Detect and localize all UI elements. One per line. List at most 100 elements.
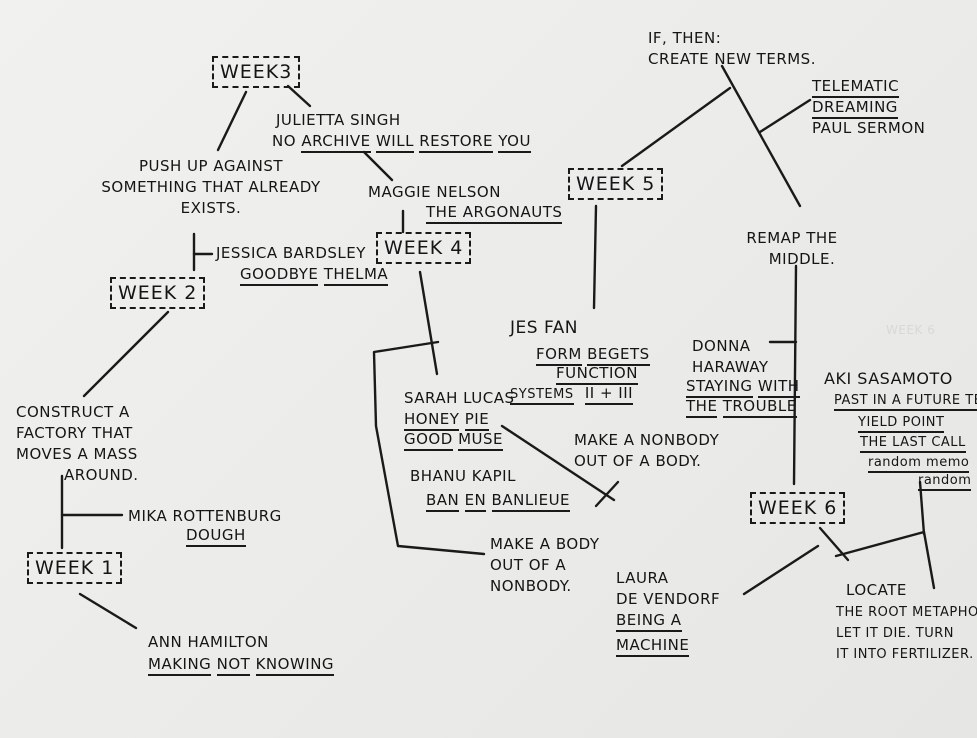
make-body-line-1: MAKE A BODY: [490, 535, 600, 553]
maggie-work-title: THE ARGONAUTS: [426, 203, 563, 224]
jes-work-2: BEGETS: [587, 345, 650, 366]
week5-label: WEEK 5: [568, 168, 664, 200]
julietta-work-3: WILL: [375, 132, 414, 153]
push-note: PUSH UP AGAINST SOMETHING THAT ALREADY E…: [96, 156, 326, 219]
jes-work-row2: FUNCTION: [556, 363, 638, 385]
aki-work-row2: YIELD POINT: [858, 412, 945, 433]
donna-work-4: TROUBLE: [722, 397, 797, 418]
push-line-1: PUSH UP AGAINST: [138, 157, 284, 175]
link-remap-week6: [792, 264, 798, 486]
link-week1-ann: [78, 592, 138, 630]
bhanu-work: BAN EN BANLIEUE: [426, 490, 571, 512]
link-aki-vertical: [918, 480, 926, 536]
link-week2-construct: [82, 310, 170, 398]
make-nonbody-note: MAKE A NONBODY OUT OF A BODY.: [574, 430, 719, 472]
donna-name: DONNA HARAWAY: [692, 336, 769, 378]
ann-work-3: KNOWING: [255, 655, 335, 676]
donna-work-2: WITH: [757, 377, 800, 398]
push-line-3: EXISTS.: [180, 199, 242, 217]
locate-line-2: THE ROOT METAPHOR.: [836, 605, 977, 620]
link-julietta-maggie: [362, 150, 394, 182]
jes-work-5: II + III: [584, 384, 634, 405]
maggie-work: THE ARGONAUTS: [426, 202, 563, 224]
week1-label: WEEK 1: [27, 552, 123, 584]
laura-work-1: BEING A: [616, 611, 682, 632]
link-week3-push: [216, 90, 248, 152]
week3-label: WEEK3: [212, 56, 301, 88]
julietta-work: NO ARCHIVE WILL RESTORE YOU: [272, 131, 531, 153]
jessica-work-2: THELMA: [323, 265, 389, 286]
construct-line-1: CONSTRUCT A: [16, 403, 130, 421]
bhanu-work-2: EN: [464, 491, 487, 512]
aki-work-row1: PAST IN A FUTURE TENSE: [834, 390, 977, 411]
locate-line-3: LET IT DIE. TURN: [836, 626, 954, 641]
telematic-work: TELEMATIC DREAMING PAUL SERMON: [812, 76, 925, 139]
if-then-line-1: IF, THEN:: [648, 29, 722, 47]
aki-work-3: THE LAST CALL: [860, 435, 966, 453]
link-ifthen-telematic: [758, 98, 812, 134]
julietta-name: JULIETTA SINGH: [276, 111, 401, 129]
locate-line-1: LOCATE: [846, 581, 907, 599]
aki-work-4: random memo: [868, 455, 970, 473]
maggie-name: MAGGIE NELSON: [368, 183, 501, 201]
link-week5-ifthen: [620, 86, 732, 168]
make-nonbody-line-1: MAKE A NONBODY: [574, 431, 720, 449]
bhanu-work-1: BAN: [426, 491, 460, 512]
jessica-work-1: GOODBYE: [240, 265, 319, 286]
jes-work-row3: SYSTEMS II + III: [510, 383, 634, 405]
ann-work: MAKING NOT KNOWING: [148, 654, 335, 676]
donna-line-2: HARAWAY: [692, 358, 769, 376]
link-week3-julietta: [286, 84, 312, 108]
laura-line-2: DE VENDORF: [616, 590, 721, 608]
make-nonbody-line-2: OUT OF A BODY.: [574, 452, 702, 470]
sarah-work-3: GOOD: [404, 430, 453, 451]
link-week5-jesfan: [592, 204, 598, 310]
link-week4-sarah: [418, 270, 439, 376]
make-body-line-3: NONBODY.: [490, 577, 572, 595]
aki-work-row5: random: [918, 470, 972, 491]
telematic-artist: PAUL SERMON: [812, 119, 926, 137]
link-week6-laura: [742, 544, 820, 596]
aki-work-row4: random memo: [868, 452, 970, 473]
construct-note: CONSTRUCT A FACTORY THAT MOVES A MASS AR…: [16, 402, 166, 486]
mika-name: MIKA ROTTENBURG: [128, 507, 282, 525]
donna-line-1: DONNA: [692, 337, 751, 355]
bhanu-work-3: BANLIEUE: [491, 491, 571, 512]
jes-work-row1: FORM BEGETS: [536, 344, 650, 366]
ann-work-1: MAKING: [148, 655, 212, 676]
if-then-note: IF, THEN: CREATE NEW TERMS.: [648, 28, 816, 70]
jes-work-1: FORM: [536, 345, 582, 366]
locate-line-4: IT INTO FERTILIZER.: [836, 647, 974, 662]
aki-work-1: PAST IN A FUTURE TENSE: [834, 393, 977, 411]
ann-name: ANN HAMILTON: [148, 633, 269, 651]
remap-line-1: REMAP THE: [746, 229, 838, 247]
aki-name: AKI SASAMOTO: [824, 369, 953, 388]
jessica-work: GOODBYE THELMA: [240, 264, 389, 286]
laura-work: BEING A MACHINE: [616, 610, 690, 657]
sarah-name: SARAH LUCAS: [404, 389, 515, 407]
julietta-work-4: RESTORE: [419, 132, 494, 153]
bhanu-name: BHANU KAPIL: [410, 467, 516, 485]
locate-note: THE ROOT METAPHOR. LET IT DIE. TURN IT I…: [836, 602, 977, 665]
laura-name: LAURA DE VENDORF: [616, 568, 720, 610]
telematic-line-1: TELEMATIC: [812, 77, 900, 98]
telematic-line-2: DREAMING: [812, 98, 898, 119]
laura-work-2: MACHINE: [616, 636, 690, 657]
donna-work-1: STAYING: [686, 377, 753, 398]
sarah-work-4: MUSE: [458, 430, 503, 451]
julietta-work-2: ARCHIVE: [301, 132, 371, 153]
aki-work-5: random: [918, 473, 972, 491]
week6-faint-label: WEEK 6: [886, 323, 936, 337]
push-line-2: SOMETHING THAT ALREADY: [101, 178, 321, 196]
jessica-name: JESSICA BARDSLEY: [216, 244, 366, 262]
sarah-work-2: PIE: [464, 410, 490, 431]
donna-work-row1: STAYING WITH: [686, 376, 800, 398]
construct-line-3: MOVES A MASS: [16, 445, 138, 463]
construct-line-4: AROUND.: [64, 466, 139, 484]
laura-line-1: LAURA: [616, 569, 669, 587]
sarah-work-row2: GOOD MUSE: [404, 429, 503, 451]
remap-note: REMAP THE MIDDLE.: [742, 228, 842, 270]
link-week6-locate: [818, 526, 850, 562]
mika-work-title: DOUGH: [186, 526, 246, 547]
